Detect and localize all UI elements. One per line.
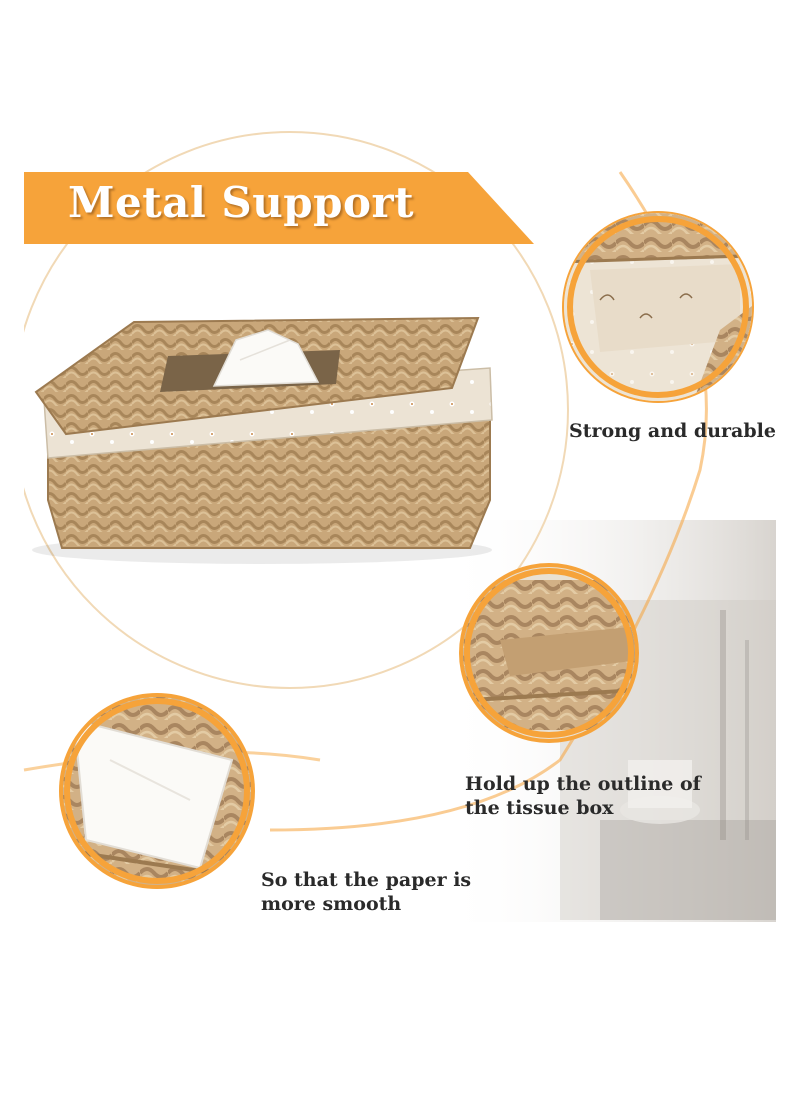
banner-shape [24,172,534,244]
caption-hold-line1: Hold up the outline of [465,773,701,795]
caption-paper-line2: more smooth [261,893,402,915]
detail-lid-image [562,211,754,403]
main-product-image [32,316,493,564]
caption-paper-line1: So that the paper is [261,869,472,891]
caption-strong-durable: Strong and durable [569,419,776,443]
caption-paper-smooth: So that the paper is more smooth [261,868,471,916]
caption-strong-text: Strong and durable [569,420,776,442]
detail-weave-image [459,563,639,743]
caption-hold-line2: the tissue box [465,797,614,819]
detail-tissue-image [59,693,255,889]
caption-hold-outline: Hold up the outline of the tissue box [465,772,701,820]
banner-title: Metal Support [68,178,415,227]
